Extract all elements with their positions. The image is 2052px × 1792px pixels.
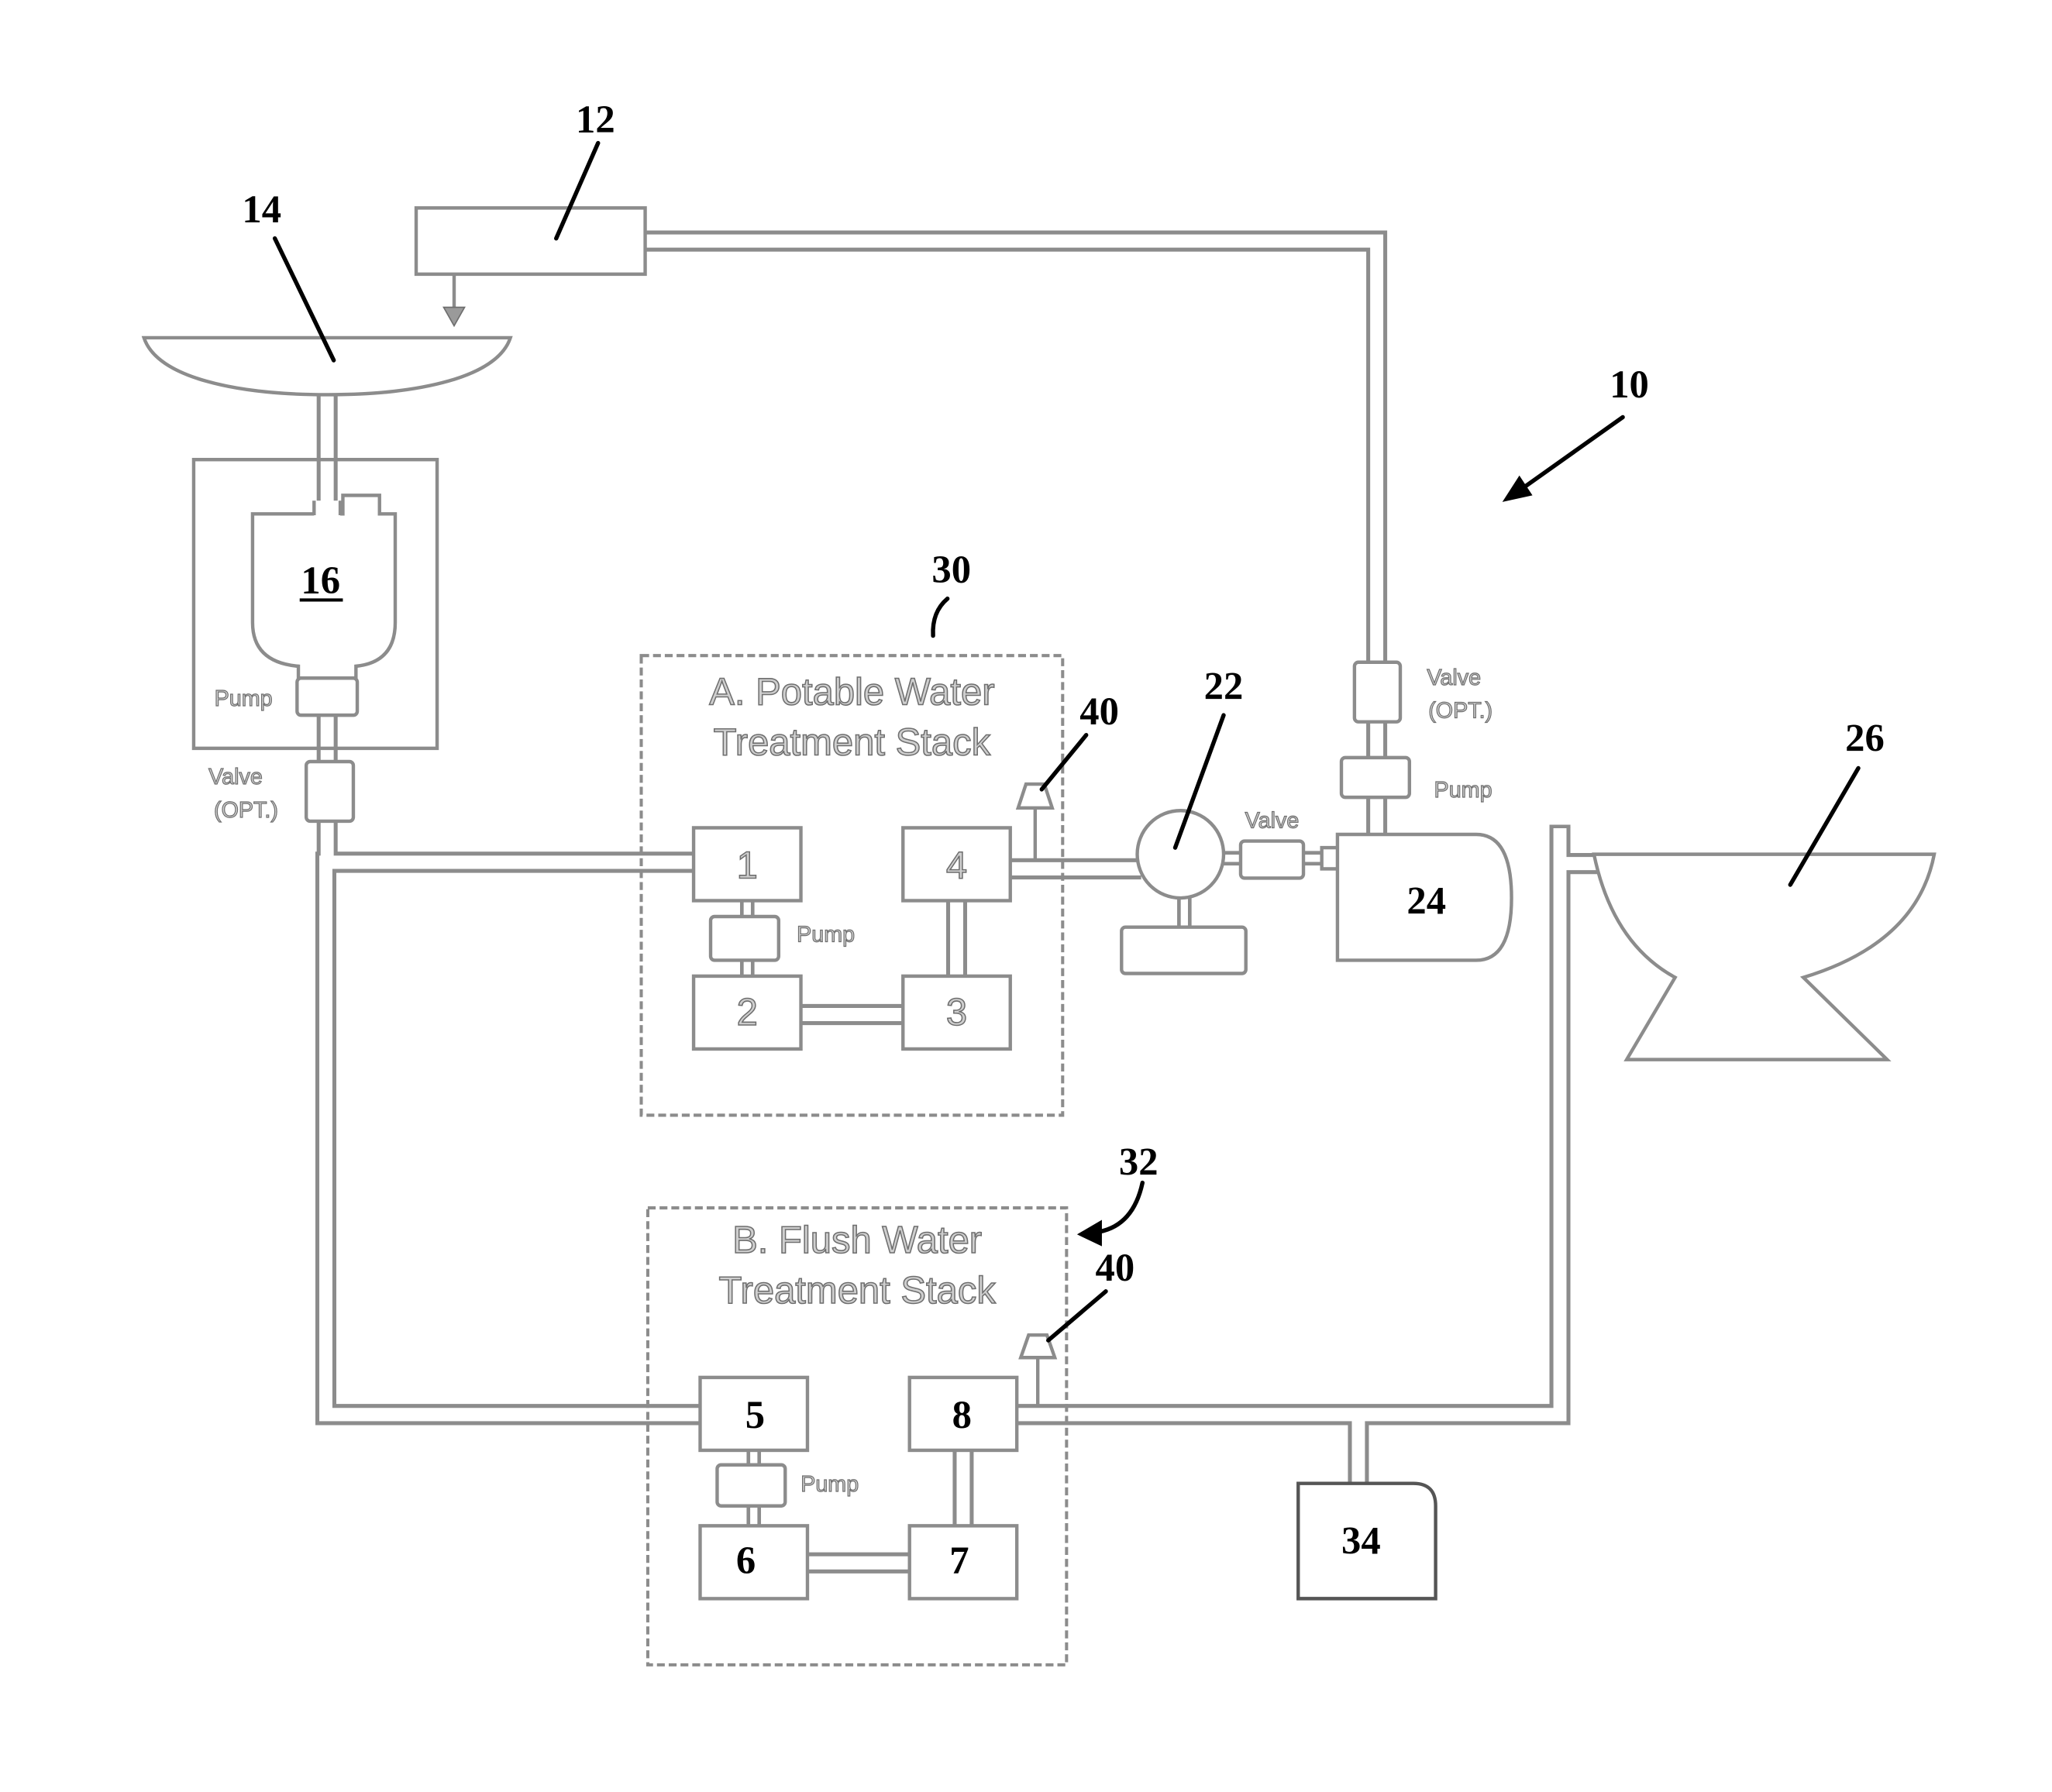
stack-b-pump (717, 1465, 785, 1506)
stack-a-unit-2-label: 2 (737, 991, 758, 1034)
leader-lines (275, 143, 1858, 1340)
right-valve (1355, 662, 1400, 722)
inline-valve (1241, 841, 1303, 879)
stack-a-unit-3-label: 3 (946, 991, 967, 1034)
controller-12-box (416, 208, 646, 273)
left-valve (306, 762, 353, 821)
arrow-down-icon (443, 308, 464, 326)
stack-a-unit-1-label: 1 (737, 844, 758, 886)
leader-40-b (1048, 1292, 1106, 1340)
leader-10 (1522, 418, 1623, 489)
stack-b-title-line-2: Treatment Stack (718, 1269, 996, 1312)
tank-16-pump (297, 678, 357, 715)
pipe-main-distribution (326, 862, 701, 1415)
pipe-inner (326, 862, 701, 1415)
stack-b-unit-5-label: 5 (745, 1394, 765, 1437)
stack-b-title-line-1: B. Flush Water (732, 1219, 982, 1261)
ref-30: 30 (931, 549, 971, 592)
tank-16-pump-label: Pump (215, 686, 273, 711)
right-pump (1341, 758, 1410, 797)
pipe-controller-to-valve (646, 241, 1377, 662)
toilet-26 (1594, 855, 1934, 1060)
ref-32: 32 (1119, 1140, 1159, 1184)
right-valve-label-line-2: (OPT.) (1428, 698, 1493, 723)
ref-40-b: 40 (1096, 1247, 1135, 1290)
ref-12: 12 (576, 98, 615, 142)
stack-a-title-line-1: A. Potable Water (709, 670, 994, 713)
left-valve-label-line-1: Valve (208, 765, 263, 789)
arrowhead-10-icon (1503, 476, 1533, 502)
right-pump-label: Pump (1434, 778, 1493, 803)
pipe-inner (646, 241, 1377, 662)
component-22 (1138, 810, 1224, 898)
stack-b-unit-7-label: 7 (949, 1539, 969, 1583)
ref-40-a: 40 (1079, 690, 1119, 734)
ref-34: 34 (1341, 1519, 1381, 1563)
ref-14: 14 (242, 188, 281, 232)
sensor-40-a (1018, 784, 1052, 808)
left-valve-label-line-2: (OPT.) (214, 798, 278, 823)
stack-b-unit-6-label: 6 (736, 1539, 756, 1583)
right-valve-label-line-1: Valve (1427, 666, 1481, 690)
tank-16-inlet (314, 500, 340, 517)
stack-b-pump-label: Pump (800, 1472, 859, 1497)
ref-26: 26 (1845, 717, 1885, 760)
leader-30 (933, 599, 948, 636)
arrowhead-32-icon (1077, 1219, 1102, 1246)
stack-a-title-line-2: Treatment Stack (714, 721, 991, 763)
ref-22: 22 (1204, 665, 1244, 708)
stack-a-pump (711, 917, 779, 960)
component-22-base (1121, 927, 1245, 974)
ref-10: 10 (1610, 363, 1649, 407)
leader-32 (1100, 1183, 1143, 1232)
inline-valve-label: Valve (1245, 808, 1300, 833)
stack-a-unit-4-label: 4 (946, 844, 967, 886)
ref-24: 24 (1406, 879, 1446, 923)
ref-16: 16 (301, 559, 340, 603)
stack-b-unit-8-label: 8 (952, 1394, 972, 1437)
stack-a-pump-label: Pump (797, 922, 855, 947)
